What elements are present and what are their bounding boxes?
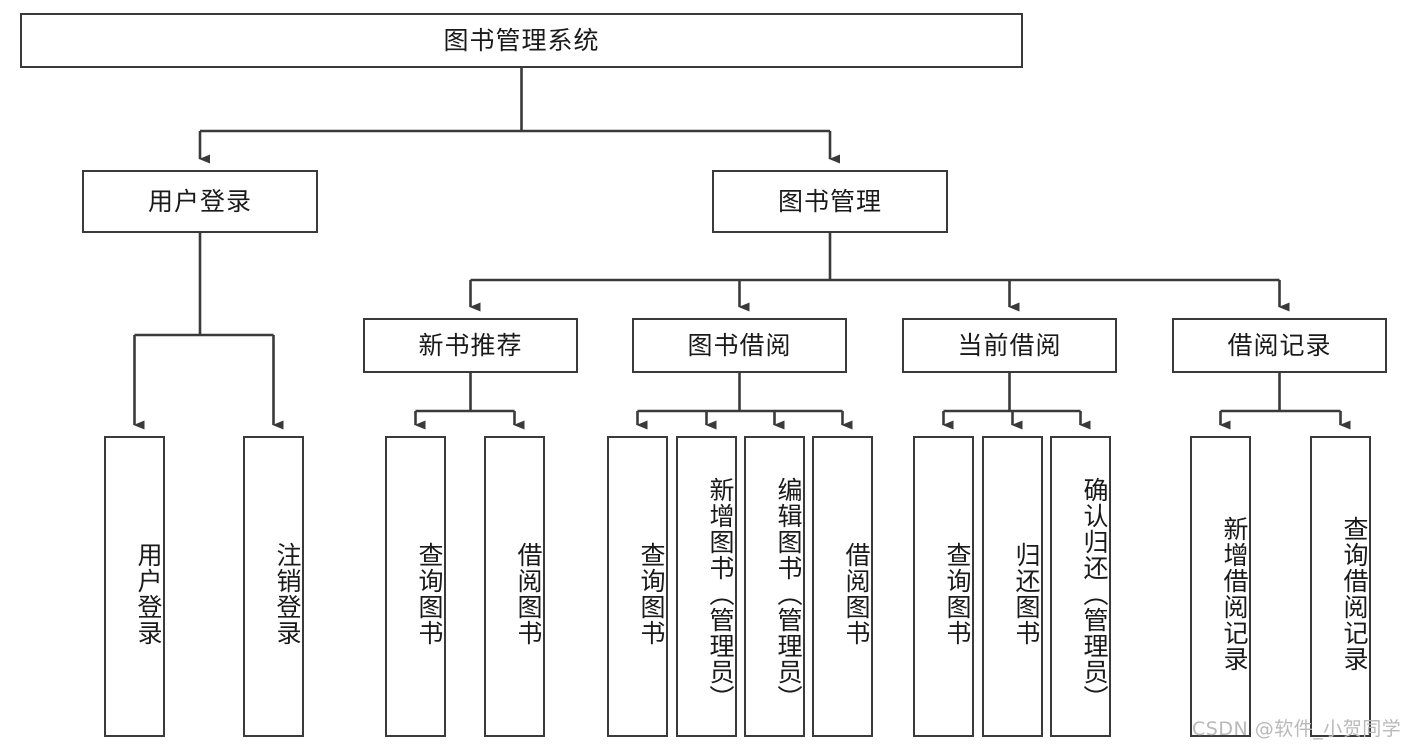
leaf-logout[interactable]: 注销登录 (243, 436, 304, 737)
node-label: 新增图书（管理员） (706, 476, 735, 711)
node-label: 编辑图书（管理员） (774, 476, 803, 711)
leaf-query-books-borrow[interactable]: 查询图书 (607, 436, 668, 737)
leaf-query-books-recommend[interactable]: 查询图书 (385, 436, 446, 737)
node-label: 归还图书 (1012, 541, 1041, 646)
leaf-return-books[interactable]: 归还图书 (982, 436, 1043, 737)
leaf-borrow-books[interactable]: 借阅图书 (812, 436, 873, 737)
node-current-borrowing[interactable]: 当前借阅 (902, 318, 1117, 373)
node-root[interactable]: 图书管理系统 (20, 13, 1023, 68)
node-label: 用户登录 (134, 541, 163, 646)
leaf-confirm-return-admin[interactable]: 确认归还（管理员） (1050, 436, 1111, 737)
node-label: 借阅记录 (1227, 330, 1332, 360)
node-label: 借阅图书 (842, 541, 871, 646)
node-label: 借阅图书 (514, 541, 543, 646)
node-label: 新书推荐 (418, 330, 523, 360)
leaf-borrow-books-recommend[interactable]: 借阅图书 (484, 436, 545, 737)
leaf-add-book-admin[interactable]: 新增图书（管理员） (676, 436, 737, 737)
node-label: 注销登录 (273, 541, 302, 646)
node-label: 图书管理 (777, 186, 882, 216)
csdn-watermark: CSDN @软件_小贺同学 (1192, 718, 1402, 740)
node-borrow-records[interactable]: 借阅记录 (1172, 318, 1387, 373)
leaf-edit-book-admin[interactable]: 编辑图书（管理员） (744, 436, 805, 737)
node-label: 查询借阅记录 (1340, 515, 1369, 672)
node-label: 查询图书 (943, 541, 972, 646)
node-user-login[interactable]: 用户登录 (82, 170, 318, 233)
node-label: 确认归还（管理员） (1080, 476, 1109, 711)
node-label: 查询图书 (637, 541, 666, 646)
node-label: 新增借阅记录 (1220, 515, 1249, 672)
leaf-query-borrow-record[interactable]: 查询借阅记录 (1310, 436, 1371, 737)
node-label: 当前借阅 (957, 330, 1062, 360)
node-label: 图书管理系统 (443, 25, 600, 55)
node-label: 用户登录 (147, 186, 252, 216)
node-book-borrowing[interactable]: 图书借阅 (632, 318, 847, 373)
node-label: 查询图书 (415, 541, 444, 646)
node-book-management[interactable]: 图书管理 (712, 170, 948, 233)
node-new-book-recommendation[interactable]: 新书推荐 (363, 318, 578, 373)
leaf-user-login[interactable]: 用户登录 (104, 436, 165, 737)
node-label: 图书借阅 (687, 330, 792, 360)
leaf-add-borrow-record[interactable]: 新增借阅记录 (1190, 436, 1251, 737)
leaf-query-books-current[interactable]: 查询图书 (913, 436, 974, 737)
